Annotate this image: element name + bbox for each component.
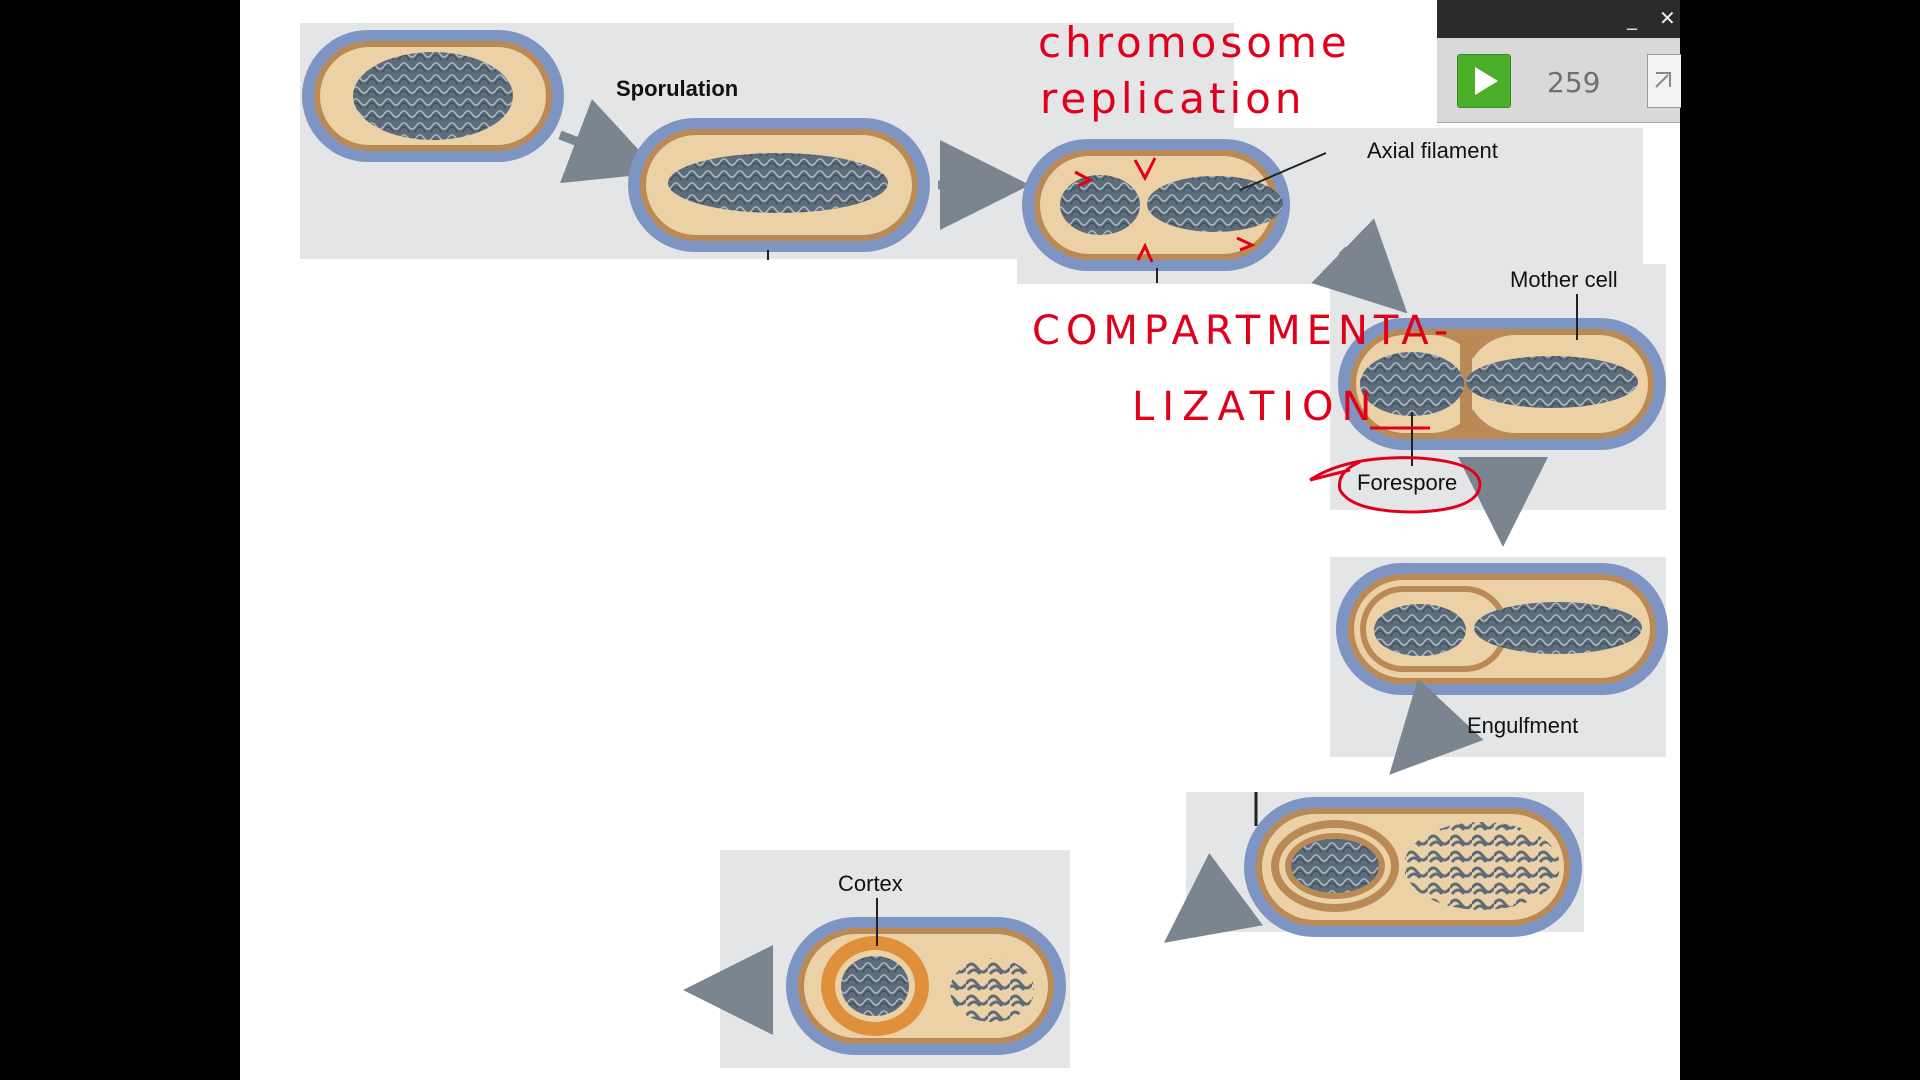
dna-chromosome [668, 153, 888, 213]
label-sporulation: Sporulation [616, 76, 739, 101]
cell-vegetative [302, 30, 564, 162]
slide-canvas: Sporulation Axial filament Mother cell F… [240, 0, 1680, 1080]
playback-widget: _ ✕ 259 [1437, 0, 1681, 123]
label-axial-filament: Axial filament [1367, 138, 1498, 163]
arrow-3 [1311, 218, 1408, 314]
annotation-compartmenta: COMPARTMENTA- [1032, 308, 1455, 354]
annotation-replication: replication [1040, 74, 1306, 123]
arrow-6 [1163, 853, 1263, 943]
dna-chromosome [353, 52, 513, 140]
label-cortex: Cortex [838, 871, 903, 896]
cell-compartmentalization [1338, 294, 1666, 466]
diagram-drawing [302, 30, 1668, 1055]
arrow-1 [558, 98, 661, 184]
close-button[interactable]: ✕ [1659, 6, 1676, 30]
annotation-lization: LIZATION [1132, 384, 1380, 430]
arrow-5 [1389, 678, 1484, 775]
cell-engulfment [1336, 563, 1668, 695]
cell-forespore-engulfed [1244, 792, 1582, 937]
frame-counter: 259 [1547, 66, 1601, 99]
annotation-marks [1074, 157, 1256, 263]
play-button[interactable] [1457, 54, 1511, 108]
minimize-button[interactable]: _ [1627, 6, 1637, 30]
expand-button[interactable] [1647, 54, 1681, 108]
playback-titlebar: _ ✕ [1437, 0, 1680, 38]
cell-sporulation [628, 118, 930, 260]
annotation-chromosome: chromosome [1038, 18, 1351, 67]
cell-cortex [786, 898, 1066, 1055]
play-icon [1475, 67, 1498, 95]
label-forespore: Forespore [1357, 470, 1458, 495]
forespore-circle [1309, 456, 1482, 514]
cell-axial-filament [1022, 139, 1327, 283]
label-engulfment: Engulfment [1467, 713, 1579, 738]
label-mother-cell: Mother cell [1510, 267, 1618, 292]
expand-icon [1655, 72, 1671, 88]
